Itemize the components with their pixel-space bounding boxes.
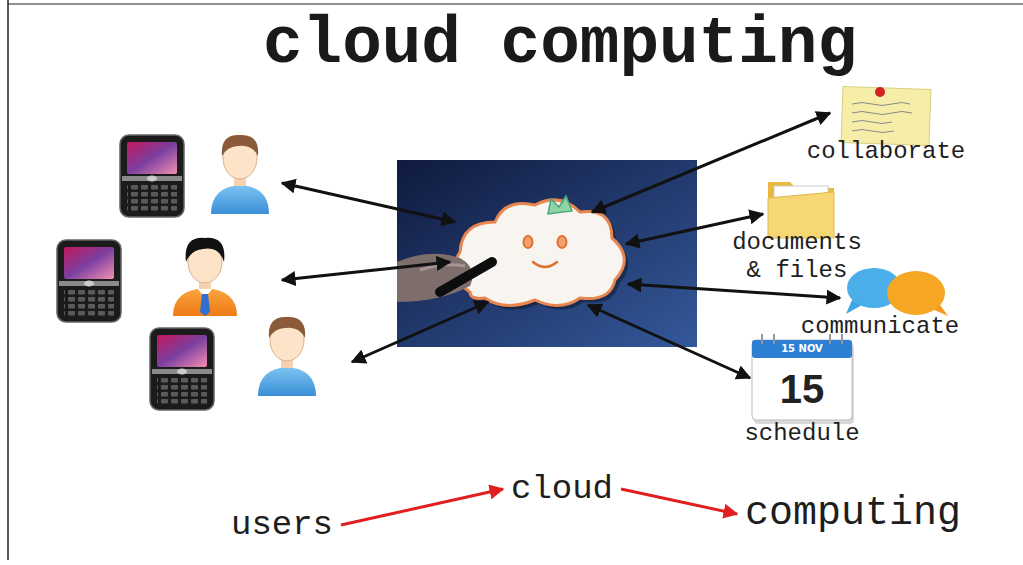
phone-icon: [57, 240, 121, 322]
phone-icon: [120, 135, 184, 217]
pin: [875, 87, 885, 97]
node-text: documents & files: [721, 229, 873, 284]
flow-word: cloud: [511, 469, 613, 509]
speech-bubbles-icon: [846, 268, 948, 316]
user-tie: [200, 294, 210, 316]
phone-icon: [150, 328, 214, 410]
cloud-crown: [548, 196, 572, 214]
icon-label: communicate: [801, 313, 959, 341]
marker-pen: [440, 262, 492, 292]
sticky-note: [841, 86, 931, 145]
node-text: collaborate: [807, 138, 965, 166]
double-arrow: [352, 302, 488, 362]
sticky-note-icon: [841, 86, 931, 145]
flow-arrow: [621, 489, 737, 514]
cloud-mouth: [533, 262, 557, 267]
orange-bubble: [887, 271, 945, 315]
user-shirt: [173, 288, 237, 316]
frame-line: [8, 4, 1023, 5]
double-arrow: [282, 262, 450, 280]
user-icon: [173, 238, 237, 316]
node-text: cloud: [511, 469, 613, 509]
node-text: communicate: [801, 313, 959, 341]
node-text: computing: [745, 491, 961, 537]
node-text: schedule: [744, 420, 859, 448]
user-icon: [258, 317, 316, 396]
node-text: 15 NOV: [744, 340, 859, 358]
double-arrow: [282, 183, 455, 222]
double-arrow: [588, 305, 750, 378]
flow-arrow: [341, 489, 503, 525]
note-scribble: [852, 103, 912, 133]
user-icons: [173, 135, 316, 396]
double-arrow: [628, 284, 840, 298]
node-text: 15: [744, 358, 859, 420]
calendar-node: 15 NOV15schedule: [744, 340, 859, 448]
user-icon: [211, 135, 269, 214]
frame-line: [7, 0, 9, 560]
icon-label: documents & files: [721, 229, 873, 284]
flow-word: computing: [745, 491, 961, 537]
cloud-eye: [558, 236, 567, 248]
cloud-drawing: [454, 200, 624, 306]
diagram-title: cloud computing: [0, 12, 1023, 78]
flow-word: users: [231, 505, 333, 545]
user-hair: [186, 238, 225, 262]
cloud-eye: [524, 236, 533, 248]
icon-label: collaborate: [807, 138, 965, 166]
node-text: users: [231, 505, 333, 545]
